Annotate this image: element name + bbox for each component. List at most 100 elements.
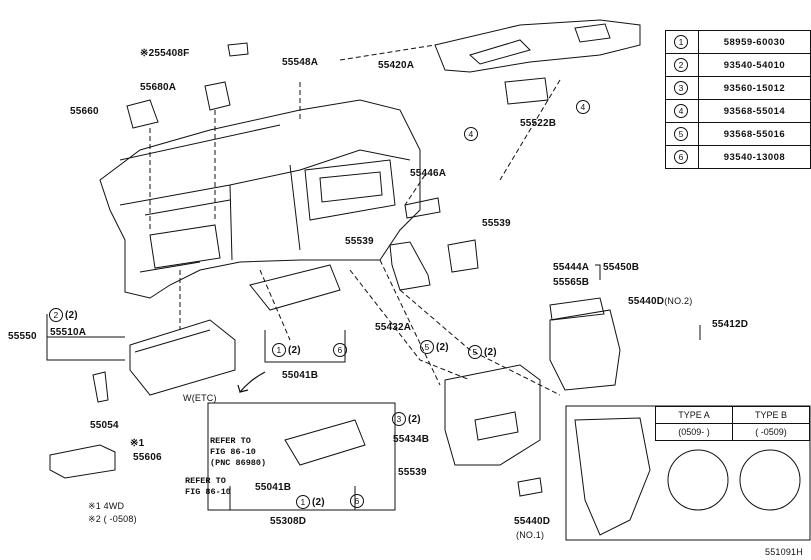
- refer-line: REFER TO: [210, 436, 251, 446]
- part-55446a: [404, 197, 441, 219]
- refer-line: REFER TO: [185, 476, 226, 486]
- label-55522b: 55522B: [520, 118, 557, 129]
- vent-55680a: [204, 81, 231, 111]
- label-55440d-2: 55440D(NO.2): [628, 295, 692, 308]
- callout-4-right: 4: [576, 100, 592, 114]
- callout-qty: (2): [65, 310, 78, 321]
- circle-key-icon: 5: [673, 127, 688, 141]
- legend-key: 6: [665, 145, 699, 169]
- circle-key-4-icon: 4: [576, 100, 590, 114]
- label-55408f: ※255408F: [140, 48, 189, 60]
- label-55565b: 55565B: [553, 277, 590, 288]
- label-55548a: 55548A: [282, 57, 319, 68]
- vent-55660: [126, 99, 159, 129]
- cluster-hood: [434, 19, 641, 73]
- label-55054: 55054: [90, 420, 119, 431]
- callout-qty: (2): [312, 497, 325, 508]
- label-55041b-b: 55041B: [255, 482, 292, 493]
- circle-key-1-icon: 1: [272, 343, 286, 357]
- type-table: TYPE A TYPE B (0509- ) ( -0509): [655, 406, 810, 441]
- callout-5-55412: 5(2): [468, 345, 497, 359]
- callout-qty: (2): [484, 347, 497, 358]
- type-b-header: TYPE B: [732, 406, 810, 424]
- legend-key: 5: [665, 122, 699, 146]
- circle-key-3-icon: 3: [392, 412, 406, 426]
- label-55450b: 55450B: [603, 262, 640, 273]
- circle-key-1-icon: 1: [296, 495, 310, 509]
- callout-qty: (2): [288, 345, 301, 356]
- label-55510a: 55510A: [50, 327, 87, 338]
- etc-box: [207, 402, 396, 511]
- legend-row: 3 93560-15012: [665, 76, 811, 100]
- part-55440d-1: [517, 477, 543, 497]
- note-marker: ※2: [140, 48, 155, 59]
- circle-key-icon: 4: [673, 104, 688, 118]
- label-55308d: 55308D: [270, 516, 307, 527]
- legend-body: 1 58959-60030 2 93540-54010 3 93560-15012 4 935…: [665, 30, 811, 169]
- circle-key-icon: 2: [673, 58, 688, 72]
- legend-part-number: 58959-60030: [697, 30, 811, 54]
- callout-qty: (2): [408, 414, 421, 425]
- callout-5-55432: 5(2): [420, 340, 449, 354]
- footnote-1: ※1 4WD: [88, 501, 125, 511]
- circle-key-icon: 6: [673, 150, 688, 164]
- part-55041b: [249, 264, 341, 311]
- legend-row: 2 93540-54010: [665, 53, 811, 77]
- part-55408f: [227, 42, 249, 57]
- part-55606: [49, 444, 116, 479]
- label-55440d-1-note: (NO.1): [516, 530, 545, 540]
- part-number: 55440D: [628, 296, 665, 307]
- legend-key: 2: [665, 53, 699, 77]
- glove-box: [129, 319, 236, 396]
- callout-2-55510: 2(2): [49, 308, 78, 322]
- part-55522b: [504, 77, 549, 105]
- note-refer-1: REFER TO FIG 86-10 (PNC 86980): [210, 436, 266, 469]
- part-55432a: [389, 241, 431, 291]
- diagram-id: 551091H: [765, 547, 803, 557]
- circle-key-5-icon: 5: [468, 345, 482, 359]
- legend-part-number: 93568-55014: [697, 99, 811, 123]
- legend-key: 4: [665, 99, 699, 123]
- footnote-2: ※2 ( -0508): [88, 514, 137, 524]
- label-55539-c: 55539: [398, 467, 427, 478]
- circle-key-4-icon: 4: [464, 127, 478, 141]
- label-55432a: 55432A: [375, 322, 412, 333]
- label-55434b: 55434B: [393, 434, 430, 445]
- circle-key-icon: 3: [673, 81, 688, 95]
- note-w-etc: W(ETC): [183, 393, 217, 403]
- circle-key-6-icon: 6: [350, 494, 364, 508]
- callout-1-55041: 1(2): [272, 343, 301, 357]
- callout-4-left: 4: [464, 127, 480, 141]
- refer-line: FIG 86-10: [210, 447, 256, 457]
- label-55550: 55550: [8, 331, 37, 342]
- etc-arrow: [237, 371, 266, 394]
- circle-key-6-icon: 6: [333, 343, 347, 357]
- refer-line: (PNC 86980): [210, 458, 267, 468]
- refer-line: FIG 86-10: [185, 487, 231, 497]
- fastener-legend-table: 1 58959-60030 2 93540-54010 3 93560-15012 4 935…: [665, 30, 811, 169]
- callout-6-55041: 6: [333, 343, 349, 357]
- type-b-range: ( -0509): [732, 423, 810, 441]
- note-refer-2: REFER TO FIG 86-10: [185, 476, 231, 498]
- part-55434b: [444, 364, 541, 466]
- legend-part-number: 93560-15012: [697, 76, 811, 100]
- callout-1-55308: 1(2): [296, 495, 325, 509]
- label-55041b-a: 55041B: [282, 370, 319, 381]
- circle-key-icon: 1: [673, 35, 688, 49]
- label-55680a: 55680A: [140, 82, 177, 93]
- label-55412d: 55412D: [712, 319, 749, 330]
- legend-part-number: 93540-54010: [697, 53, 811, 77]
- label-55539-b: 55539: [345, 236, 374, 247]
- legend-row: 4 93568-55014: [665, 99, 811, 123]
- label-55444a: 55444A: [553, 262, 590, 273]
- type-a-header: TYPE A: [655, 406, 733, 424]
- legend-row: 1 58959-60030: [665, 30, 811, 54]
- legend-key: 3: [665, 76, 699, 100]
- type-header-row: TYPE A TYPE B: [655, 406, 810, 424]
- type-a-range: (0509- ): [655, 423, 733, 441]
- label-55660: 55660: [70, 106, 99, 117]
- part-note: (NO.2): [664, 296, 693, 306]
